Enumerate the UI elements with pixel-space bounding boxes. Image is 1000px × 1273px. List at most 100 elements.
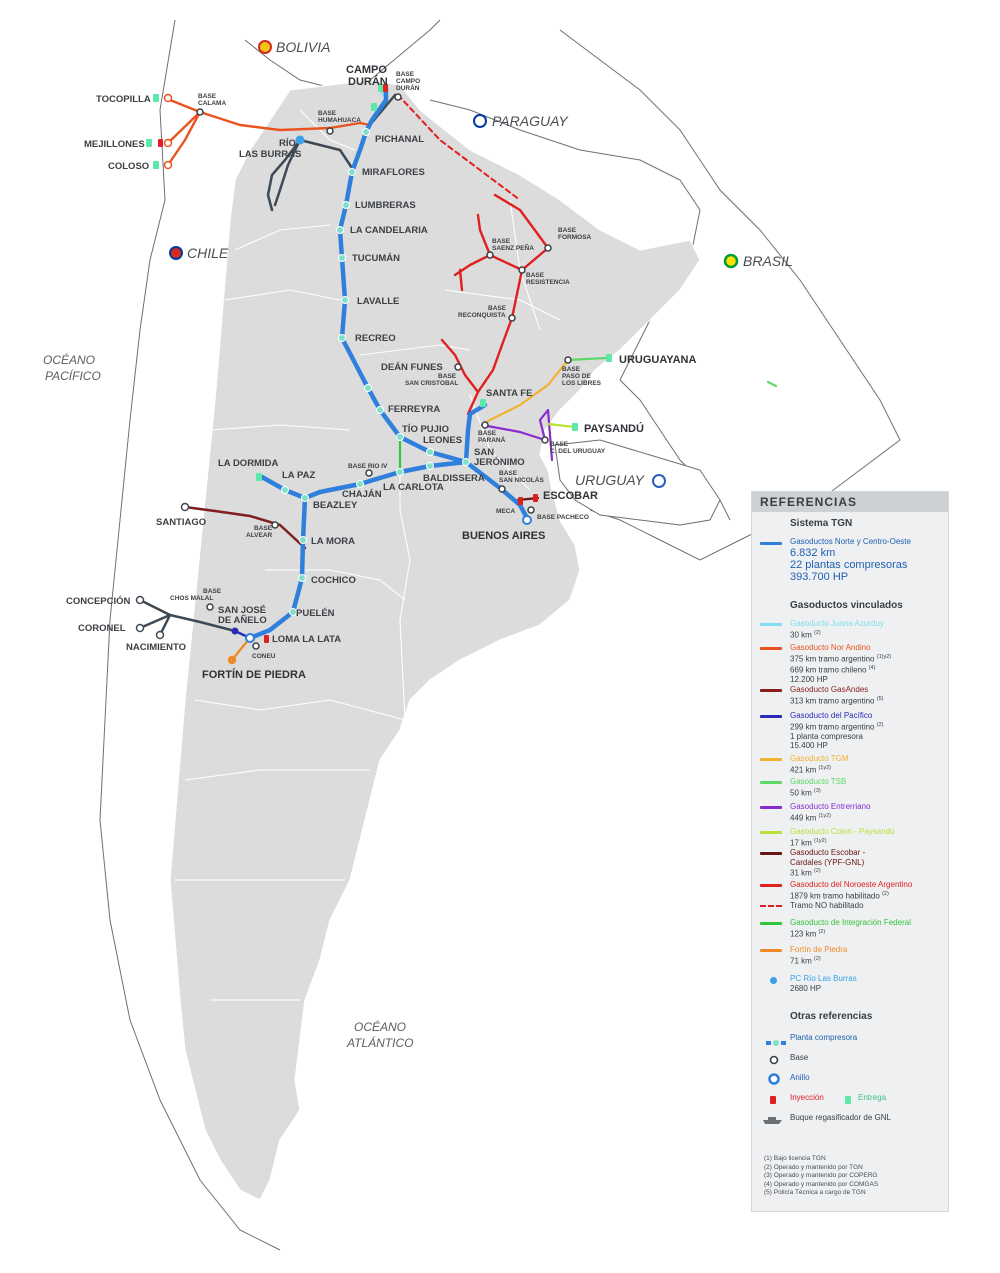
legend-swatch xyxy=(760,758,782,761)
legend-inyeccion: Inyección xyxy=(790,1093,824,1102)
legend-buque: Buque regasificador de GNL xyxy=(790,1113,891,1122)
svg-text:RÍO: RÍO xyxy=(279,138,296,149)
svg-text:CONCEPCIÓN: CONCEPCIÓN xyxy=(66,595,131,607)
legend-swatch xyxy=(760,715,782,718)
svg-text:PASO DE: PASO DE xyxy=(562,373,591,380)
entrerriano-line xyxy=(480,408,554,462)
legend-swatch xyxy=(760,647,782,650)
svg-text:JERÓNIMO: JERÓNIMO xyxy=(474,456,525,468)
svg-text:LA DORMIDA: LA DORMIDA xyxy=(218,458,278,469)
svg-text:BASE: BASE xyxy=(562,366,581,373)
legend-section-otras: Otras referencias xyxy=(790,1011,873,1022)
svg-text:BASE: BASE xyxy=(438,373,457,380)
tgm-line xyxy=(480,358,570,427)
legend-swatch xyxy=(770,977,777,984)
svg-text:ESCOBAR: ESCOBAR xyxy=(543,490,598,502)
svg-text:CALAMA: CALAMA xyxy=(198,100,226,107)
base-icon xyxy=(766,1052,788,1070)
paraguay-flag-icon xyxy=(473,114,487,128)
svg-text:BASE: BASE xyxy=(550,441,569,448)
legend-title: REFERENCIAS xyxy=(752,492,948,512)
ring-icon xyxy=(766,1072,788,1090)
svg-text:FERREYRA: FERREYRA xyxy=(388,404,440,415)
svg-text:DURÁN: DURÁN xyxy=(396,83,420,92)
svg-text:RECREO: RECREO xyxy=(355,333,396,344)
gasandes-line xyxy=(183,505,307,550)
svg-text:SAN JOSÉ: SAN JOSÉ xyxy=(218,605,266,616)
svg-text:BUENOS AIRES: BUENOS AIRES xyxy=(462,530,545,542)
legend-swatch xyxy=(760,806,782,809)
svg-text:SANTIAGO: SANTIAGO xyxy=(156,517,206,528)
nor-andino-branch-2 xyxy=(166,110,202,167)
svg-text:BASE RIO IV: BASE RIO IV xyxy=(348,463,388,470)
injection-icon xyxy=(766,1092,788,1110)
place-labels: CAMPO DURÁN PICHANAL MIRAFLORES LUMBRERA… xyxy=(66,64,696,681)
neighbor-borders xyxy=(99,19,901,1251)
chile-flag-icon xyxy=(169,246,183,260)
svg-text:LUMBRERAS: LUMBRERAS xyxy=(355,200,416,211)
svg-text:BASE: BASE xyxy=(488,305,507,312)
svg-text:BASE: BASE xyxy=(526,272,545,279)
country-chile: CHILE xyxy=(187,245,229,261)
svg-text:FORMOSA: FORMOSA xyxy=(558,234,592,241)
svg-text:SAENZ PEÑA: SAENZ PEÑA xyxy=(492,243,534,252)
svg-text:CHOS MALAL: CHOS MALAL xyxy=(170,595,213,602)
country-uruguay: URUGUAY xyxy=(575,472,646,488)
svg-text:URUGUAYANA: URUGUAYANA xyxy=(619,354,696,366)
country-flags xyxy=(169,40,739,488)
svg-text:DURÁN: DURÁN xyxy=(348,75,388,88)
country-bolivia: BOLIVIA xyxy=(276,39,330,55)
svg-text:BASE: BASE xyxy=(198,93,217,100)
not-enabled-dash-swatch xyxy=(760,904,782,907)
legend-swatch xyxy=(760,689,782,692)
svg-text:ALVEAR: ALVEAR xyxy=(246,532,273,539)
svg-text:DEÁN FUNES: DEÁN FUNES xyxy=(381,362,443,373)
svg-text:PICHANAL: PICHANAL xyxy=(375,134,424,145)
svg-text:RECONQUISTA: RECONQUISTA xyxy=(458,312,506,319)
legend-swatch xyxy=(760,922,782,925)
svg-text:TÍO PUJIO: TÍO PUJIO xyxy=(402,424,449,435)
svg-text:LA CANDELARIA: LA CANDELARIA xyxy=(350,225,428,236)
legend-swatch xyxy=(760,623,782,626)
legend-swatch xyxy=(760,831,782,834)
rings xyxy=(245,515,532,643)
bolivia-flag-icon xyxy=(258,40,272,54)
legend-swatch xyxy=(760,949,782,952)
svg-text:PUELÉN: PUELÉN xyxy=(296,608,335,619)
svg-text:COLOSO: COLOSO xyxy=(108,161,149,172)
svg-text:BEAZLEY: BEAZLEY xyxy=(313,500,358,511)
svg-text:LEONES: LEONES xyxy=(423,435,462,446)
svg-text:CAMPO: CAMPO xyxy=(396,78,420,85)
uruguay-landmass xyxy=(554,439,721,526)
legend-swatch xyxy=(760,884,782,887)
delivery-markers xyxy=(146,84,612,481)
svg-text:BASE: BASE xyxy=(558,227,577,234)
svg-text:SAN CRISTOBAL: SAN CRISTOBAL xyxy=(405,380,458,387)
svg-text:SANTA FE: SANTA FE xyxy=(486,388,532,399)
svg-text:BASE: BASE xyxy=(396,71,415,78)
fortin-line xyxy=(230,636,252,662)
svg-text:BASE: BASE xyxy=(254,525,273,532)
nor-andino-branch-1 xyxy=(166,110,202,145)
legend-item: Gasoducto Escobar -Cardales (YPF-GNL)31 … xyxy=(790,848,866,878)
svg-text:LAVALLE: LAVALLE xyxy=(357,296,399,307)
ocean-pacifico-1: OCÉANO xyxy=(43,352,95,367)
svg-text:BASE: BASE xyxy=(203,588,222,595)
legend-entrega: Entrega xyxy=(858,1093,887,1102)
svg-text:BASE: BASE xyxy=(318,110,337,117)
svg-text:LA CARLOTA: LA CARLOTA xyxy=(383,482,444,493)
compressor-plant-icon xyxy=(766,1034,788,1052)
legend-panel: REFERENCIAS Sistema TGN Gasoductos Norte… xyxy=(751,491,949,1212)
svg-text:TUCUMÁN: TUCUMÁN xyxy=(352,253,400,264)
svg-text:CONEU: CONEU xyxy=(252,653,276,660)
svg-text:BALDISSERA: BALDISSERA xyxy=(423,473,485,484)
lng-ship-icon xyxy=(762,1112,786,1130)
svg-text:DE AÑELO: DE AÑELO xyxy=(218,615,267,626)
